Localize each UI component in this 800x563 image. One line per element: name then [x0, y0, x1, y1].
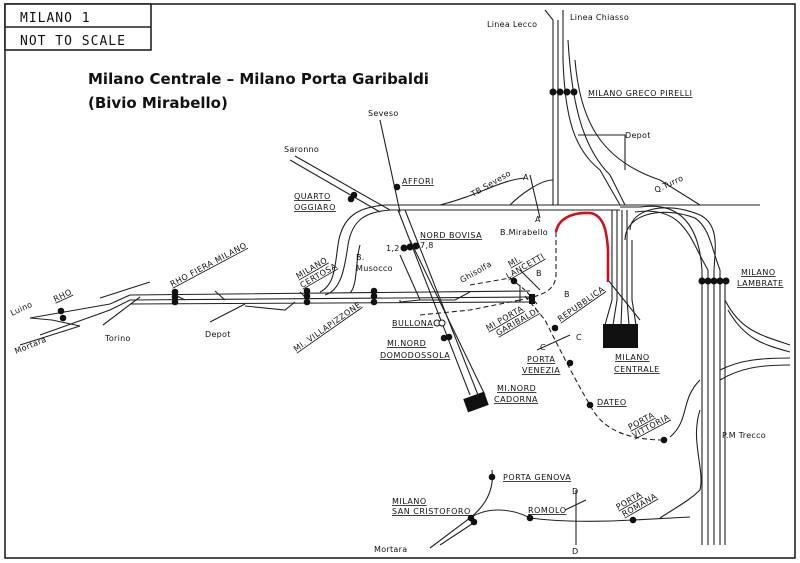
junction-q-turro: Q.Turro: [653, 174, 685, 195]
header-box: MILANO 1 NOT TO SCALE: [4, 3, 152, 51]
lambrate-trunk: [659, 270, 791, 545]
station-cadorna-1: MI.NORD: [497, 384, 536, 393]
section-mark-b1: B: [536, 269, 542, 278]
station-dots: [57, 88, 730, 526]
station-centrale-1: MILANO: [615, 353, 650, 362]
station-villapizzone: MI. VILLAPIZZONE: [292, 300, 363, 353]
station-quarto-oggiaro-1: QUARTO: [294, 192, 331, 201]
dest-linea-lecco: Linea Lecco: [487, 20, 537, 29]
north-trunk: [509, 9, 701, 206]
bovisa-tracks-west: 1,2: [386, 244, 400, 253]
diagram-subtitle: (Bivio Mirabello): [88, 94, 228, 112]
station-porta-venezia-1: PORTA: [527, 355, 555, 364]
station-bullona: BULLONA: [392, 319, 433, 328]
junction-b-musocco: Musocco: [356, 264, 393, 273]
junction-tb-seveso: TB Seveso: [469, 169, 513, 199]
junction-b-mirabello: B.Mirabello: [500, 228, 548, 237]
dest-torino: Torino: [104, 334, 131, 343]
section-mark-d2: D: [572, 547, 578, 556]
station-porta-venezia-2: VENEZIA: [522, 366, 560, 375]
mirabello-link-highlight: [554, 211, 610, 282]
station-cadorna-2: CADORNA: [494, 395, 538, 404]
dest-seveso: Seveso: [368, 109, 399, 118]
map-number: MILANO 1: [20, 11, 91, 26]
north-loop: [319, 177, 760, 296]
junction-ghisolfa: Ghisolfa: [459, 259, 494, 284]
dest-depot-north: Depot: [625, 131, 651, 140]
section-mark-a1: A: [523, 173, 529, 182]
dest-luino: Luino: [9, 300, 34, 318]
cadorna-line: [289, 119, 489, 413]
section-mark-b2: B: [564, 290, 570, 299]
station-domodossola-2: DOMODOSSOLA: [380, 351, 450, 360]
station-dateo: DATEO: [597, 398, 627, 407]
section-mark-d1: D: [572, 487, 578, 496]
centrale-terminus-block: [603, 324, 638, 348]
west-main-line: [19, 281, 531, 346]
diagram-title: Milano Centrale – Milano Porta Garibaldi: [88, 70, 429, 88]
dest-linea-chiasso: Linea Chiasso: [570, 13, 629, 22]
section-mark-c2: C: [576, 333, 582, 342]
station-rho: RHO: [52, 287, 73, 303]
passante-line: [419, 232, 666, 441]
scale-note: NOT TO SCALE: [20, 34, 126, 49]
station-greco-pirelli: MILANO GRECO PIRELLI: [588, 89, 693, 98]
section-mark-c1: C: [540, 343, 546, 352]
section-cut-lines: [519, 174, 571, 351]
station-nord-bovisa: NORD BOVISA: [420, 231, 482, 240]
dest-depot-west: Depot: [205, 330, 231, 339]
station-romolo: ROMOLO: [528, 506, 567, 515]
station-centrale-2: CENTRALE: [614, 365, 660, 374]
dest-mortara-south: Mortara: [374, 545, 407, 554]
station-rho-fiera: RHO FIERA MILANO: [169, 241, 249, 289]
dest-saronno: Saronno: [284, 145, 319, 154]
station-lambrate-2: LAMBRATE: [737, 279, 784, 288]
cadorna-terminus-block: [463, 391, 489, 413]
station-domodossola-1: MI.NORD: [387, 339, 426, 348]
station-lambrate-1: MILANO: [741, 268, 776, 277]
map-frame: [4, 3, 796, 559]
junction-pm-trecco: P.M Trecco: [722, 431, 766, 440]
section-mark-a2: A: [535, 215, 541, 224]
station-san-cristoforo-1: MILANO: [392, 497, 427, 506]
centrale-approach: [603, 210, 641, 348]
junction-b-musocco-prefix: B.: [356, 253, 365, 262]
station-quarto-oggiaro-2: OGGIARO: [294, 203, 336, 212]
garibaldi-block: [529, 294, 535, 304]
station-affori: AFFORI: [402, 177, 434, 186]
dest-mortara-west: Mortara: [13, 335, 47, 356]
station-san-cristoforo-2: SAN CRISTOFORO: [392, 507, 471, 516]
station-porta-genova: PORTA GENOVA: [503, 473, 571, 482]
bovisa-tracks-east: 7,8: [420, 241, 434, 250]
